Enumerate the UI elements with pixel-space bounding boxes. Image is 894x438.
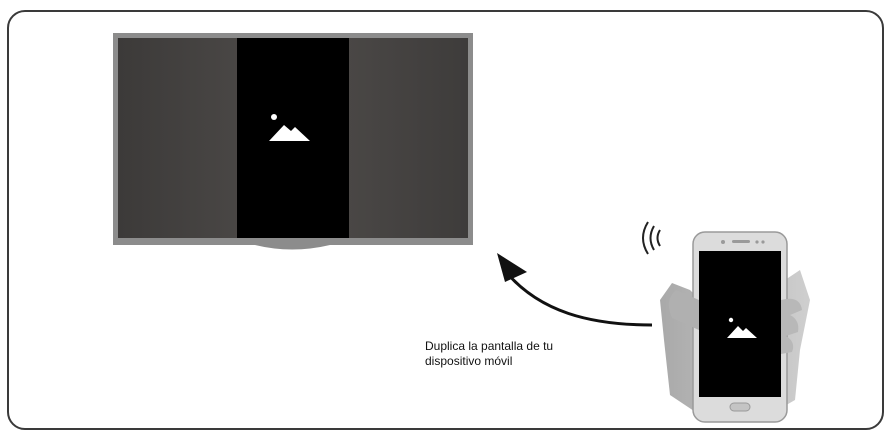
hand-fingers	[781, 298, 802, 354]
caption: Duplica la pantalla de tu dispositivo mó…	[425, 339, 553, 369]
caption-line-1: Duplica la pantalla de tu	[425, 339, 554, 353]
caption-line-2: dispositivo móvil	[425, 354, 513, 368]
tv	[113, 33, 473, 250]
hand-holding-phone	[660, 231, 810, 423]
phone-home-button	[729, 402, 751, 412]
hand-thumb	[668, 290, 699, 330]
image-icon	[269, 114, 310, 141]
curved-arrow-icon	[497, 253, 653, 327]
phone-screen	[699, 251, 781, 397]
wifi-signal-icon	[642, 221, 661, 255]
image-icon	[727, 317, 757, 338]
tv-stand	[255, 245, 330, 250]
phone-top-details	[721, 240, 765, 244]
